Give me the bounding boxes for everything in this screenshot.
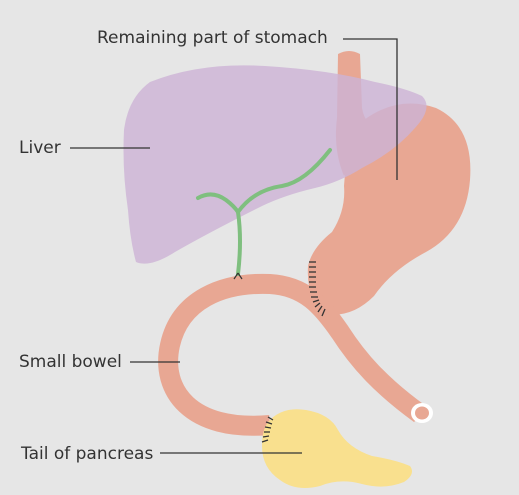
pancreatic-anastomosis-sutures (261, 416, 274, 443)
label-tail-of-pancreas: Tail of pancreas (21, 444, 154, 464)
stomach-body (307, 103, 471, 315)
label-remaining-stomach: Remaining part of stomach (97, 28, 328, 48)
bile-duct (196, 148, 332, 276)
gastric-anastomosis-sutures (309, 261, 326, 317)
bile-duct-anastomosis-sutures (233, 272, 243, 280)
bile-duct-branch (236, 148, 332, 214)
liver (123, 65, 427, 264)
leader-lines (70, 38, 398, 454)
bowel-open-end (411, 403, 433, 423)
label-liver: Liver (19, 138, 61, 158)
small-bowel (158, 273, 426, 436)
label-small-bowel: Small bowel (19, 352, 122, 372)
stomach-leader-line (343, 38, 398, 180)
pancreas-tail (262, 409, 412, 488)
common-bile-duct (236, 210, 242, 276)
bile-duct-branch (196, 192, 240, 214)
